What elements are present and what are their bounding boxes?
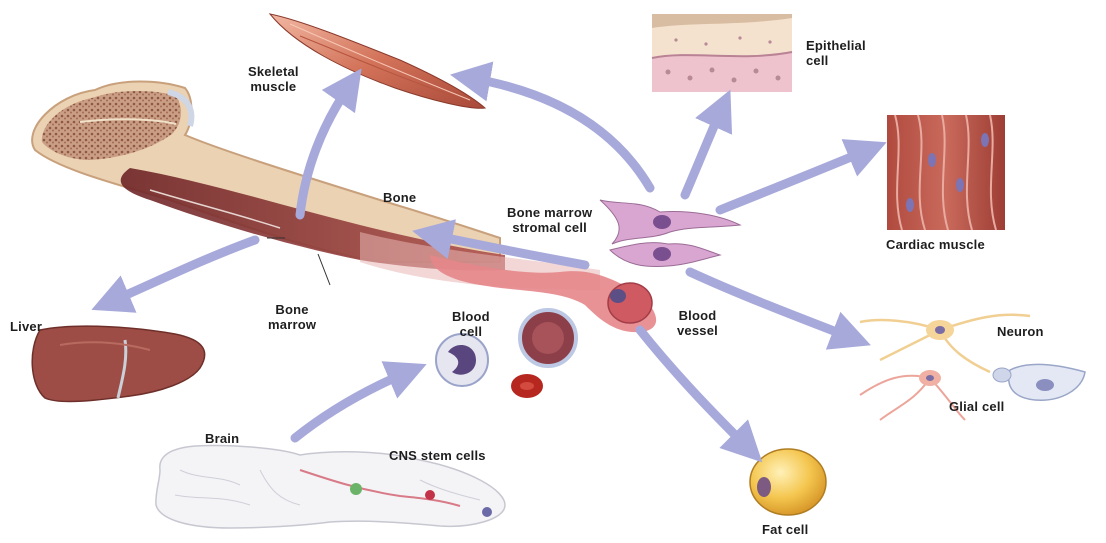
arrow-to-fat-cell [640, 330, 748, 448]
label-epithelial-cell-line2: cell [806, 53, 866, 68]
label-epithelial-cell-line1: Epithelial [806, 38, 866, 53]
label-cns-stem-cells: CNS stem cells [389, 448, 486, 463]
label-cardiac-muscle: Cardiac muscle [886, 237, 985, 252]
label-epithelial-cell: Epithelial cell [806, 38, 866, 68]
label-skeletal-muscle: Skeletal muscle [248, 64, 299, 94]
liver-illustration [32, 326, 204, 401]
label-glial-cell: Glial cell [949, 399, 1004, 414]
label-blood-vessel-line1: Blood [677, 308, 718, 323]
label-blood-vessel: Blood vessel [677, 308, 718, 338]
skeletal-muscle-illustration [270, 14, 485, 108]
label-skeletal-muscle-line2: muscle [248, 79, 299, 94]
label-skeletal-muscle-line1: Skeletal [248, 64, 299, 79]
label-bone-marrow-line1: Bone [268, 302, 316, 317]
arrow-stromal-to-skeletal [470, 78, 650, 188]
epithelial-tissue-illustration [652, 14, 792, 92]
label-stromal-line2: stromal cell [507, 220, 592, 235]
cardiac-muscle-illustration [887, 115, 1005, 230]
arrow-brain-to-blood [295, 372, 408, 438]
label-bone-marrow-stromal-cell: Bone marrow stromal cell [507, 205, 592, 235]
arrow-to-liver [110, 240, 255, 302]
label-bone-marrow: Bone marrow [268, 302, 316, 332]
label-blood-cell-line2: cell [452, 324, 490, 339]
arrow-to-cardiac [720, 150, 868, 210]
label-liver: Liver [10, 319, 42, 334]
label-bone: Bone [383, 190, 416, 205]
label-blood-vessel-line2: vessel [677, 323, 718, 338]
glial-cell-illustration [993, 364, 1085, 400]
arrow-to-epithelial [685, 108, 722, 195]
label-fat-cell: Fat cell [762, 522, 808, 537]
label-brain: Brain [205, 431, 239, 446]
label-neuron: Neuron [997, 324, 1044, 339]
bone-illustration [32, 82, 600, 291]
label-blood-cell: Blood cell [452, 309, 490, 339]
fat-cell-illustration [750, 449, 826, 515]
label-stromal-line1: Bone marrow [507, 205, 592, 220]
label-blood-cell-line1: Blood [452, 309, 490, 324]
label-bone-marrow-line2: marrow [268, 317, 316, 332]
